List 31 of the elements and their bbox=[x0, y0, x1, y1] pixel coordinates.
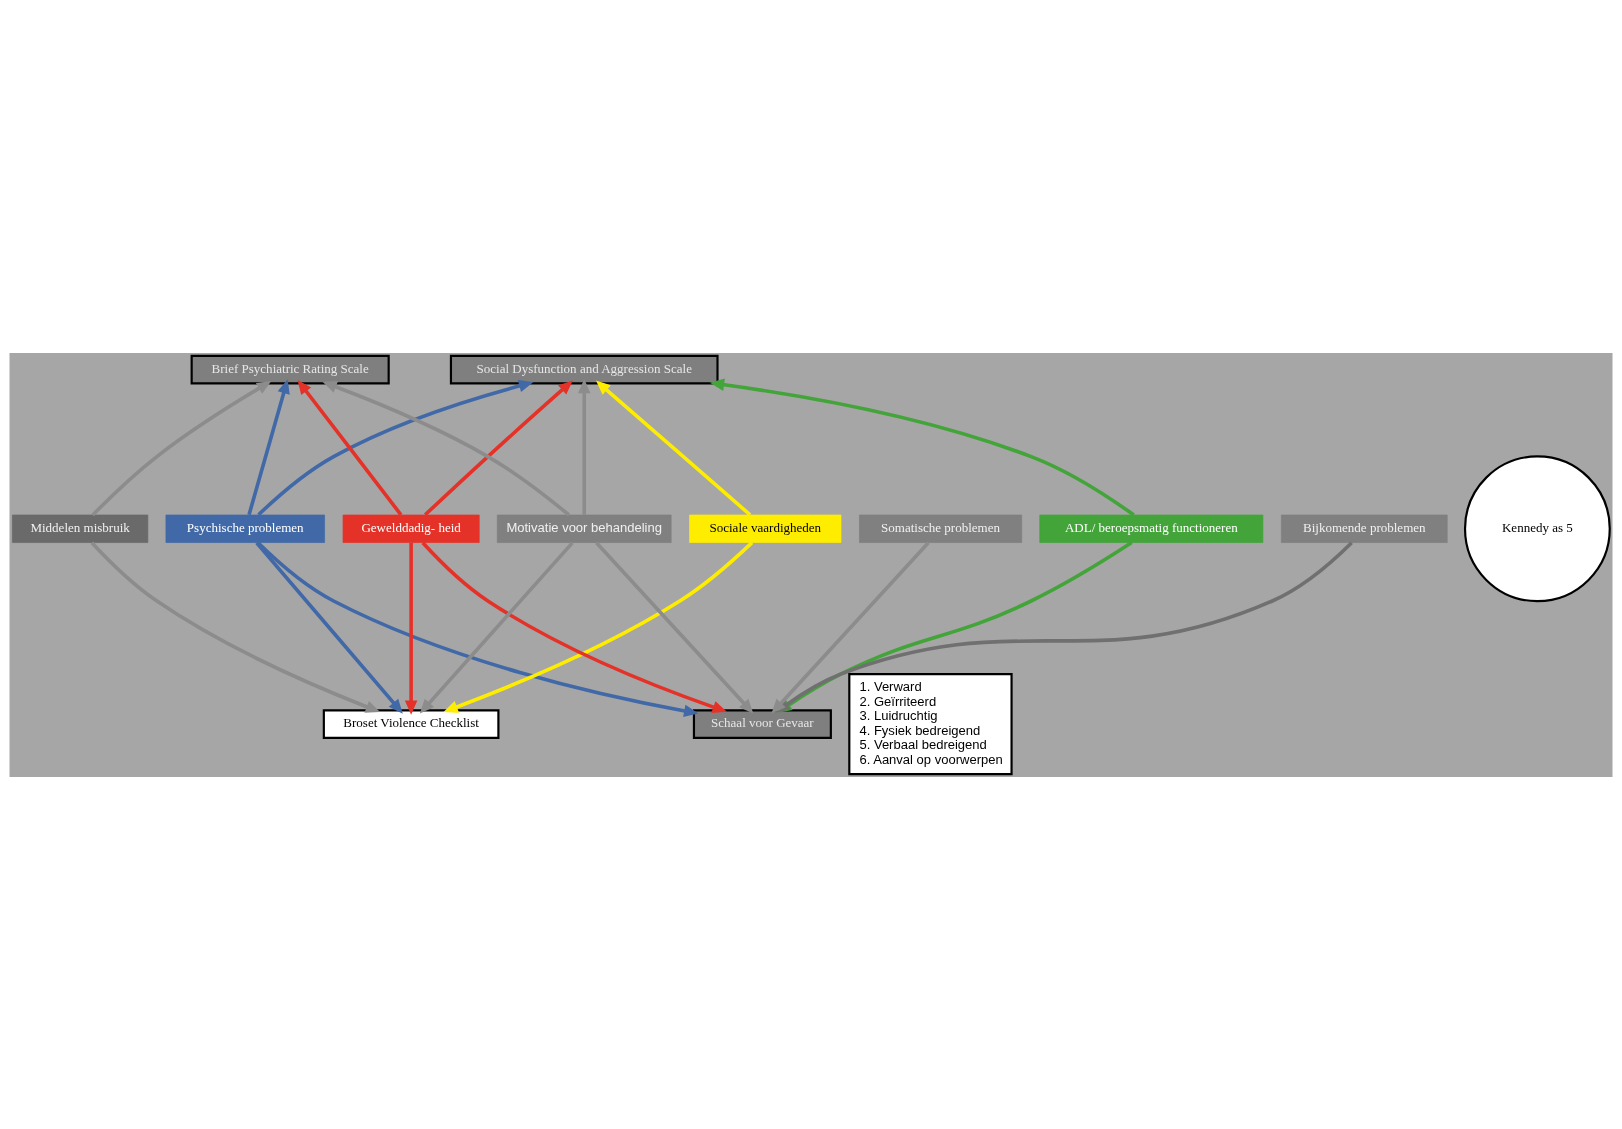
arrow bbox=[443, 540, 754, 713]
arrow bbox=[421, 541, 727, 713]
arrow bbox=[90, 540, 381, 713]
arrow bbox=[247, 378, 290, 515]
arrow bbox=[709, 378, 1135, 516]
node-box: 1. Verward 2. Geïrriteerd 3. Luidruchtig 4. Fysiek bedreigend 5. Verbaal bedreigend 6. Aanval op voorwerpen bbox=[848, 672, 1013, 775]
node-box: Broset Violence Checklist bbox=[322, 708, 500, 739]
arrow bbox=[595, 380, 752, 516]
node-box: Brief Psychiatric Rating Scale bbox=[190, 354, 390, 384]
node-box: Bijkomende problemen bbox=[1281, 514, 1448, 543]
node-box: Middelen misbruik bbox=[12, 514, 149, 543]
node-box: Sociale vaardigheden bbox=[689, 514, 842, 543]
arrow bbox=[404, 542, 418, 715]
arrow bbox=[595, 541, 754, 714]
node-box: Somatische problemen bbox=[859, 514, 1023, 543]
node-box: ADL/ beroepsmatig functioneren bbox=[1039, 514, 1264, 543]
arrow bbox=[255, 541, 403, 714]
node-box: Schaal voor Gevaar bbox=[692, 708, 832, 739]
arrow bbox=[419, 541, 574, 714]
node-box: Motivatie voor behandeling bbox=[496, 514, 672, 543]
node-box: Gewelddadig- heid bbox=[342, 514, 480, 543]
arrow bbox=[577, 378, 591, 515]
node-box: Social Dysfunction and Aggression Scale bbox=[449, 354, 719, 384]
arrow bbox=[322, 380, 571, 516]
arrow bbox=[91, 380, 272, 516]
arrow bbox=[297, 379, 403, 516]
node-circle: Kennedy as 5 bbox=[1463, 454, 1611, 602]
arrow bbox=[257, 379, 534, 516]
arrow bbox=[256, 540, 699, 717]
node-box: Psychische problemen bbox=[165, 514, 325, 543]
arrow bbox=[423, 379, 573, 516]
